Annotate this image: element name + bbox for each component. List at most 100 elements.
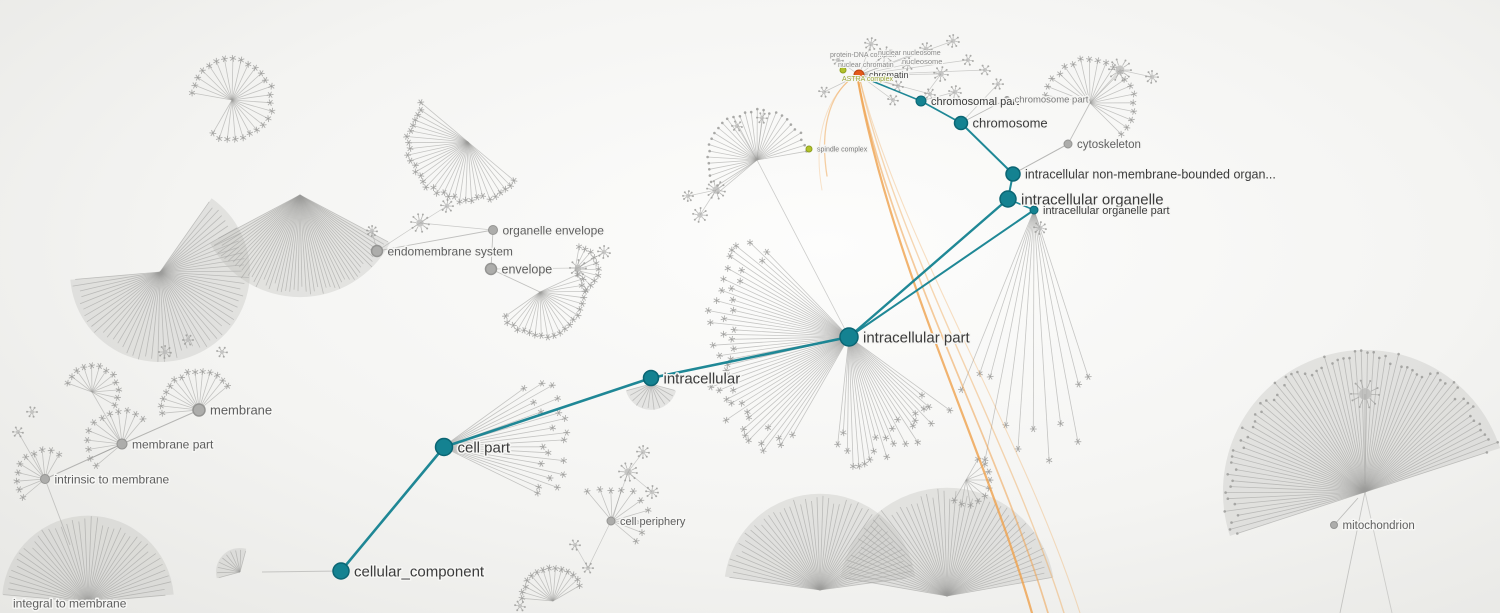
node-cytoskeleton[interactable] (1063, 139, 1073, 149)
asterisk-tip-icon (597, 486, 603, 493)
fan-spoke (1059, 73, 1091, 104)
cluster-label[interactable]: nuclear chromatin (837, 61, 895, 70)
node-label-chromosome-part[interactable]: chromosome part (1013, 93, 1090, 107)
asterisk-tip-icon (555, 484, 560, 491)
node-cell-part[interactable] (434, 437, 454, 457)
fan-spoke (723, 333, 850, 338)
node-label-intracellular-organelle[interactable]: intracellular organelle (1020, 190, 1166, 210)
node-label-chromosomal-part[interactable]: chromosomal part (930, 94, 1021, 109)
flower-dot (1157, 76, 1159, 79)
node-label-chromatin[interactable]: chromatin (868, 69, 911, 82)
node-label-intracellular-non-membrane-bounded-organelle[interactable]: intracellular non-membrane-bounded organ… (1024, 166, 1278, 183)
fan-spoke (263, 194, 301, 280)
fan-spoke (599, 489, 613, 522)
node-label-cell-part[interactable]: cell part (456, 438, 512, 458)
flower-dot (911, 59, 914, 62)
dot-tip-icon (1251, 425, 1255, 429)
node-label-membrane[interactable]: membrane (209, 401, 274, 419)
flower-dot (226, 351, 228, 354)
node-label-intrinsic-to-membrane[interactable]: intrinsic to membrane (53, 471, 171, 488)
fan-spoke (159, 271, 223, 327)
flower-dot (646, 495, 649, 497)
node-chromosomal-part[interactable] (915, 95, 927, 107)
fan-spoke (891, 514, 948, 597)
node-intracellular-organelle-part[interactable] (1029, 205, 1039, 215)
node-label-spindle-complex[interactable]: spindle complex (816, 145, 870, 155)
fan-spoke (729, 255, 850, 338)
node-intracellular-non-membrane-bounded-organelle[interactable] (1005, 166, 1021, 182)
fan-spoke (552, 571, 568, 602)
node-cellular-component[interactable] (332, 562, 350, 580)
asterisk-tip-icon (740, 428, 747, 431)
node-chromosome[interactable] (953, 115, 969, 131)
fan-spoke (410, 130, 469, 143)
flower-dot (865, 46, 868, 49)
fan-spoke (1364, 382, 1455, 493)
flower-dot (577, 540, 579, 542)
node-chromatin[interactable] (853, 69, 865, 81)
node-label-chromosome[interactable]: chromosome (971, 114, 1049, 132)
node-label-mitochondrion[interactable]: mitochondrion (1341, 519, 1416, 534)
node-green-node-1[interactable] (839, 66, 847, 74)
fan-spoke (710, 322, 850, 338)
node-label-cellular-component[interactable]: cellular_component (353, 562, 487, 582)
fan-spoke (159, 240, 239, 273)
fan-spoke (708, 144, 758, 161)
fan-spoke (1364, 415, 1471, 493)
node-label-cytoskeleton[interactable]: cytoskeleton (1076, 138, 1143, 153)
node-intrinsic-to-membrane[interactable] (40, 474, 50, 484)
flower-ray (1355, 383, 1362, 390)
fan-spoke (574, 269, 587, 291)
cluster-label[interactable]: nuclear nucleosome (877, 49, 942, 58)
node-chromosome-part[interactable] (1004, 96, 1010, 102)
asterisk-tip-icon (1061, 64, 1068, 70)
flower-dot (919, 46, 922, 49)
dot-tip-icon (1479, 428, 1482, 432)
graph-edge (960, 98, 1008, 124)
node-endomembrane-system[interactable] (370, 244, 384, 258)
node-label-intracellular-organelle-part[interactable]: intracellular organelle part (1042, 203, 1172, 218)
node-label-endomembrane-system[interactable]: endomembrane system (386, 243, 514, 260)
asterisk-tip-icon (578, 283, 585, 288)
node-label-organelle-envelope[interactable]: organelle envelope (501, 222, 606, 239)
cluster-label[interactable]: protein-DNA complex (829, 51, 898, 60)
node-spindle-complex[interactable] (805, 145, 813, 153)
node-envelope[interactable] (484, 262, 498, 276)
node-intracellular[interactable] (642, 369, 660, 387)
flower-dot (740, 126, 743, 128)
fan-spoke (943, 490, 948, 597)
fan-spoke (299, 194, 343, 283)
node-label-intracellular-part[interactable]: intracellular part (862, 328, 973, 348)
asterisk-tip-icon (946, 409, 954, 412)
fan-spoke (1321, 367, 1366, 493)
fan-spoke (805, 498, 821, 591)
node-label-envelope[interactable]: envelope (500, 261, 554, 278)
node-mitochondrion[interactable] (1330, 521, 1338, 529)
node-label-integral-to-membrane[interactable]: integral to membrane (12, 595, 129, 612)
fan-spoke (299, 194, 377, 250)
fan-spoke (241, 194, 301, 271)
node-label-cell-periphery[interactable]: cell periphery (619, 514, 688, 529)
flower-dot (160, 346, 163, 348)
node-intracellular-organelle[interactable] (999, 190, 1017, 208)
flower-dot (689, 199, 692, 202)
fan-spoke (789, 506, 821, 591)
node-intracellular-part[interactable] (839, 327, 859, 347)
flower-core (185, 337, 191, 343)
fan-spoke (87, 532, 126, 603)
node-organelle-envelope[interactable] (488, 225, 498, 235)
node-membrane-part[interactable] (116, 438, 128, 450)
node-cell-periphery[interactable] (606, 516, 616, 526)
fan-spoke (816, 497, 821, 591)
cluster-label[interactable]: nucleosome (901, 56, 943, 67)
asterisk-tip-icon (548, 474, 553, 482)
asterisk-tip-icon (526, 330, 533, 335)
node-membrane[interactable] (192, 403, 206, 417)
fan-spoke (299, 194, 350, 280)
node-label-intracellular[interactable]: intracellular (662, 369, 742, 389)
cluster-label[interactable]: ASTRA complex (841, 75, 894, 84)
asterisk-tip-icon (528, 572, 534, 579)
node-label-membrane-part[interactable]: membrane part (131, 436, 216, 453)
